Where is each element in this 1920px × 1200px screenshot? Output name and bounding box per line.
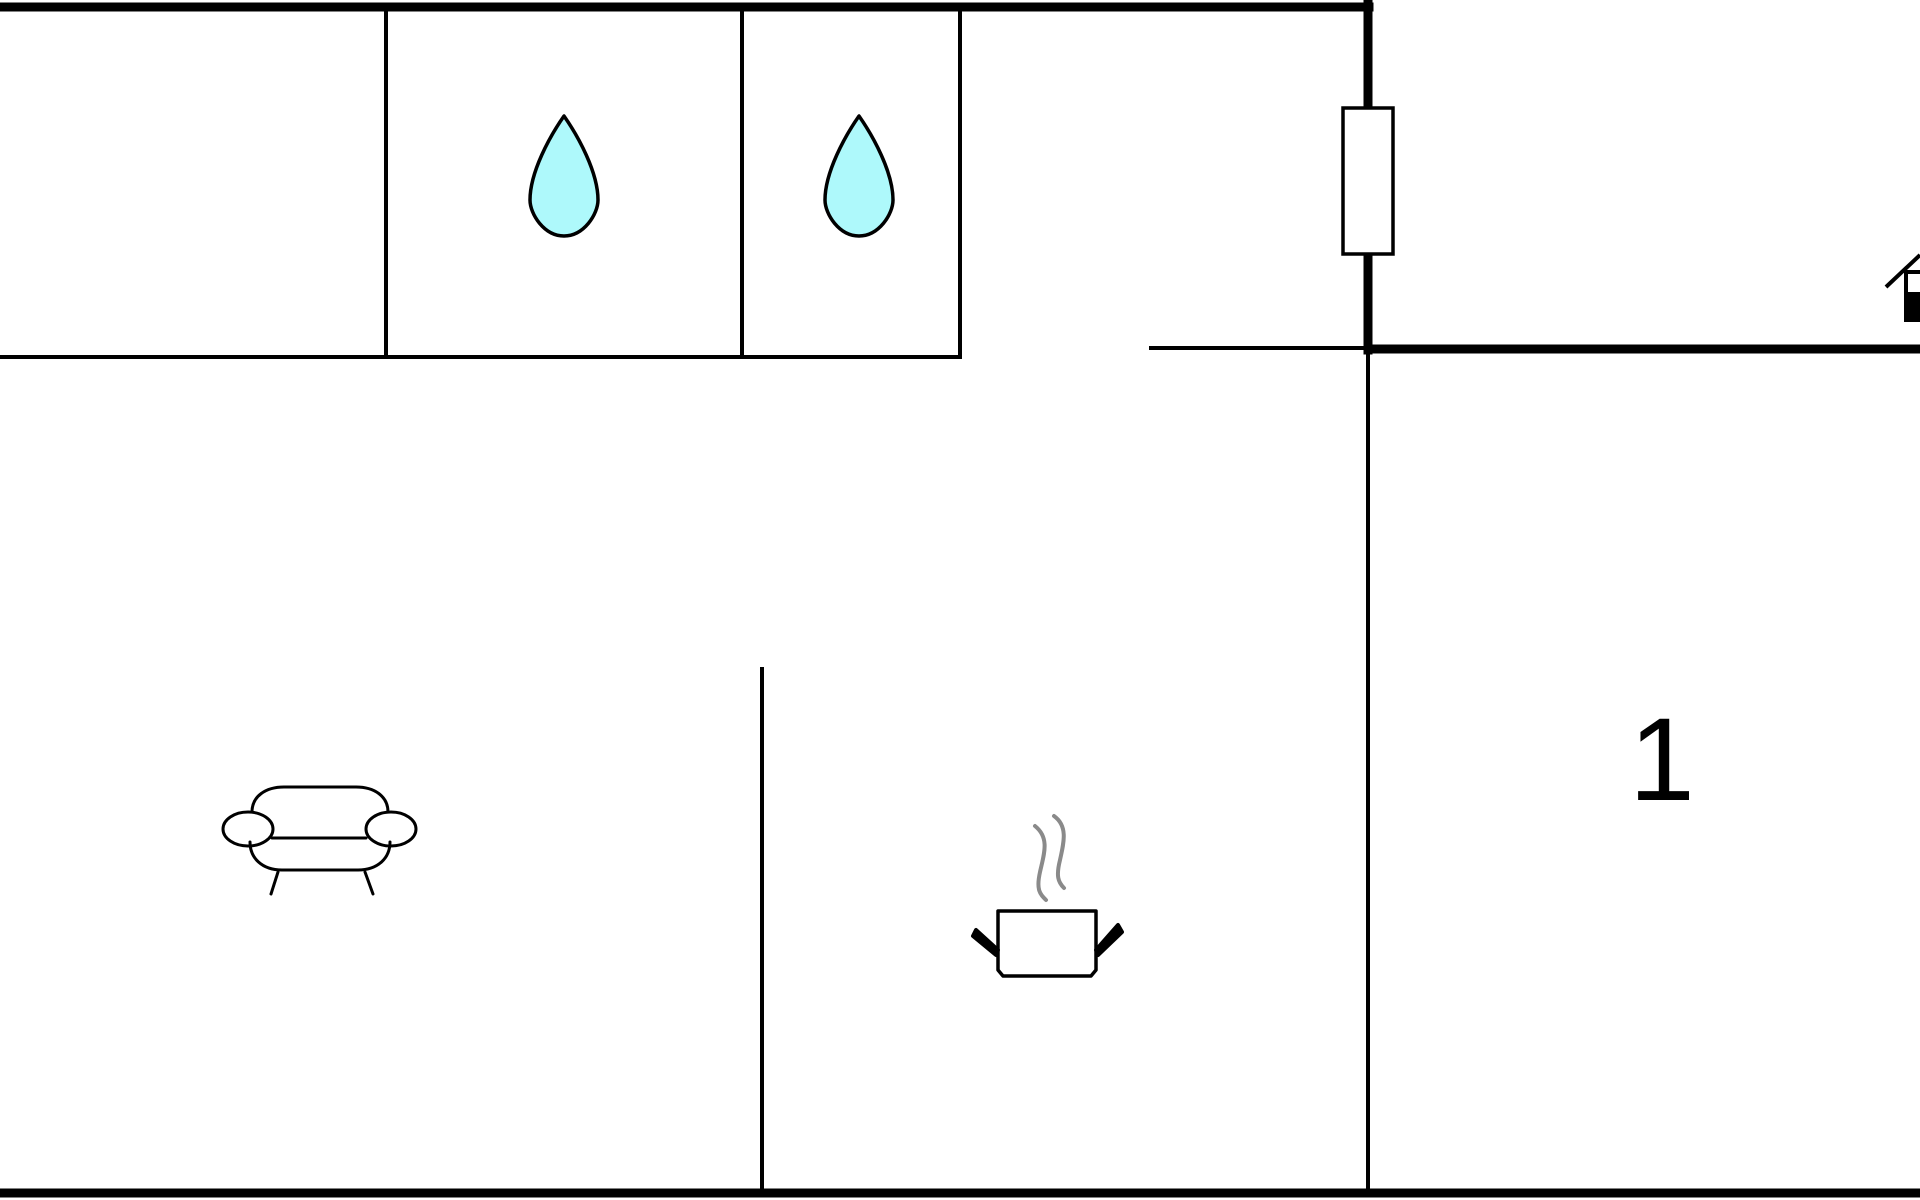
water-drop-icon	[528, 114, 600, 238]
radiator-icon	[1341, 106, 1395, 256]
cooking-pot-icon	[971, 814, 1124, 978]
water-drop-icon	[823, 114, 895, 238]
room-label: 1	[1629, 694, 1695, 826]
house-icon	[1884, 253, 1920, 322]
sofa-icon	[221, 785, 418, 896]
